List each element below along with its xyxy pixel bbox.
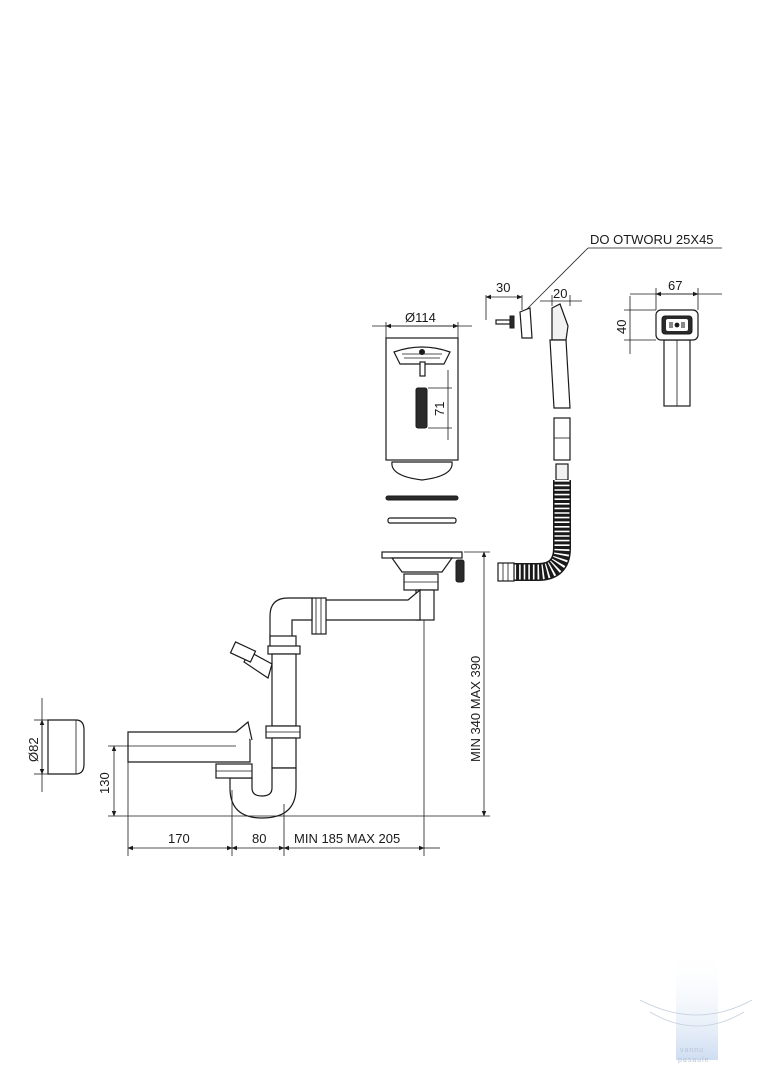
overflow-cover-part	[551, 303, 569, 341]
dim-130-label: 130	[97, 772, 112, 794]
corrugated-hose-part	[497, 480, 571, 582]
siphon-part	[127, 588, 421, 819]
dimension-170: 170	[127, 831, 233, 851]
watermark-line1: vannu	[680, 1047, 704, 1054]
dim-67-label: 67	[668, 278, 682, 293]
dim-min-max-horizontal-label: MIN 185 MAX 205	[294, 831, 400, 846]
dim-80-label: 80	[252, 831, 266, 846]
dim-min-max-vertical-label: MIN 340 MAX 390	[468, 656, 483, 762]
overflow-note: DO OTWORU 25X45	[523, 232, 722, 313]
dimension-71: 71	[428, 370, 452, 440]
watermark-line2: pasaule	[678, 1057, 710, 1064]
dimension-67: 67	[630, 278, 722, 310]
wall-rosette-part	[47, 719, 85, 775]
dim-170-label: 170	[168, 831, 190, 846]
strainer-basket-part	[385, 337, 459, 481]
dim-d82-label: Ø82	[26, 737, 41, 762]
dimension-min340-max390: MIN 340 MAX 390	[468, 551, 487, 817]
dimension-frame	[108, 551, 490, 856]
dim-20-label: 20	[553, 286, 567, 301]
watermark-logo: vannu pasaule	[639, 950, 753, 1064]
dimension-80: 80	[231, 831, 285, 851]
dimension-min185-max205: MIN 185 MAX 205	[283, 831, 440, 851]
dim-71-label: 71	[432, 402, 447, 416]
dimension-130: 130	[97, 745, 128, 817]
overflow-front-view-part	[655, 309, 699, 407]
dim-40-label: 40	[614, 320, 629, 334]
dim-30-label: 30	[496, 280, 510, 295]
dim-d114-label: Ø114	[405, 310, 436, 325]
dimension-d82: Ø82	[26, 698, 50, 792]
dimension-d114: Ø114	[372, 310, 472, 338]
dimension-20: 20	[540, 286, 582, 306]
overflow-screw-part	[495, 307, 533, 339]
dimension-40: 40	[614, 296, 656, 354]
dimension-30: 30	[485, 280, 523, 320]
gasket-rings-part	[385, 495, 459, 524]
overflow-note-label: DO OTWORU 25X45	[590, 232, 714, 247]
overflow-pipe-part	[549, 339, 571, 481]
